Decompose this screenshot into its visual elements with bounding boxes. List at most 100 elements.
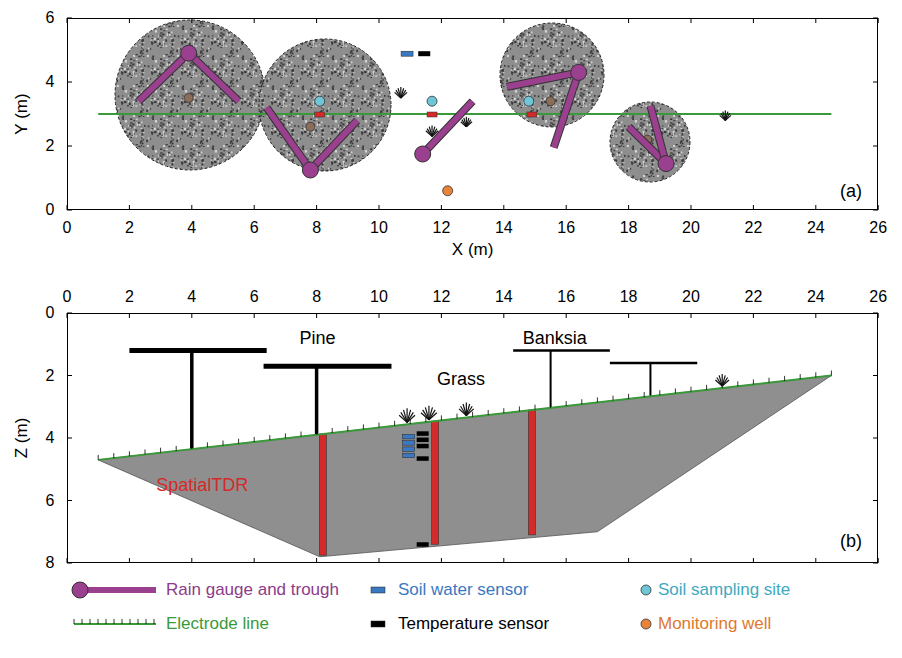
spatial-tdr-mark	[315, 112, 325, 117]
electrode	[301, 432, 302, 437]
trough	[310, 120, 357, 170]
electrode	[332, 428, 333, 433]
electrode	[503, 408, 504, 413]
electrode	[145, 449, 146, 454]
tick-label: 22	[744, 219, 762, 237]
trough-outline	[650, 106, 666, 164]
electrode	[316, 430, 317, 435]
rain-gauge	[181, 45, 197, 61]
tick-label: 18	[620, 219, 638, 237]
tick-label: 12	[432, 219, 450, 237]
legend-swatch	[641, 619, 651, 629]
electrode	[753, 379, 754, 384]
survey-section	[98, 376, 831, 557]
legend-label: Electrode line	[166, 615, 269, 634]
grass-tuft	[421, 406, 437, 420]
spatial-tdr-probe	[528, 410, 535, 535]
electrode	[394, 421, 395, 426]
legend-electrode	[146, 619, 147, 624]
legend-electrode	[122, 619, 123, 624]
electrode	[488, 410, 489, 415]
electrode	[207, 442, 208, 447]
tick-label: 8	[312, 288, 321, 306]
tick-label: 4	[46, 429, 55, 447]
legend-swatch	[371, 621, 385, 627]
plot-panel: PineGrassBanksiaSpatialTDR(b)	[67, 313, 878, 563]
electrode	[441, 415, 442, 420]
tick-label: 6	[46, 492, 55, 510]
tick-label: 4	[187, 288, 196, 306]
tree-trunk	[546, 97, 555, 106]
legend-rain-gauge	[72, 582, 88, 598]
temperature-sensor	[417, 542, 429, 547]
soil-sampling-site	[524, 96, 534, 106]
tick-label: 2	[46, 367, 55, 385]
trough	[554, 72, 579, 147]
electrode	[815, 372, 816, 377]
tick-label: 2	[125, 288, 134, 306]
tick-label: 14	[495, 288, 513, 306]
spatial-tdr-probe	[319, 434, 326, 555]
legend-swatch	[371, 587, 385, 593]
grass-tuft	[459, 403, 474, 416]
tick-label: 0	[63, 288, 72, 306]
vegetation-label: Banksia	[523, 329, 587, 349]
grass-tuft	[715, 374, 729, 386]
tree-trunk	[315, 366, 319, 435]
electrode	[691, 387, 692, 392]
tick-label: 0	[46, 201, 55, 219]
tick-label: 6	[250, 288, 259, 306]
electrode	[129, 451, 130, 456]
grass-blade	[725, 115, 731, 120]
rain-gauge	[302, 162, 318, 178]
soil-water-sensor	[403, 453, 415, 458]
trough-outline	[423, 101, 473, 154]
electrode	[379, 423, 380, 428]
legend-electrode	[82, 619, 83, 624]
electrode	[519, 406, 520, 411]
rain-gauge	[571, 64, 587, 80]
tick-label: 8	[312, 219, 321, 237]
legend-electrode	[114, 619, 115, 624]
grass-blade	[407, 415, 415, 422]
legend-electrode	[98, 619, 99, 624]
grass-blade	[466, 122, 472, 127]
instrument-label: SpatialTDR	[156, 476, 248, 496]
tick-label: 20	[682, 219, 700, 237]
electrode	[659, 390, 660, 395]
electrode	[628, 394, 629, 399]
axis-title: Z (m)	[13, 418, 32, 459]
tree-crown	[115, 20, 265, 170]
electrode	[457, 414, 458, 419]
trough-outline	[310, 120, 357, 170]
electrode	[597, 397, 598, 402]
legend-label: Temperature sensor	[398, 615, 549, 634]
tree-crown	[259, 39, 391, 171]
trough	[189, 53, 239, 101]
soil-sampling-site	[427, 96, 437, 106]
legend-electrode	[74, 619, 75, 624]
tick-label: 14	[495, 219, 513, 237]
trough	[507, 72, 579, 86]
electrode	[706, 385, 707, 390]
tick-label: 20	[682, 288, 700, 306]
soil-water-sensor	[403, 447, 415, 452]
electrode	[737, 381, 738, 386]
tick-label: 18	[620, 288, 638, 306]
trough	[139, 53, 189, 101]
axis-title: Y (m)	[13, 93, 32, 134]
legend-label: Soil sampling site	[658, 581, 790, 600]
grass-blade	[401, 92, 407, 98]
tick-label: 4	[187, 219, 196, 237]
tick-label: 0	[46, 304, 55, 322]
electrode	[113, 453, 114, 458]
trough-outline	[507, 72, 579, 86]
electrode	[800, 374, 801, 379]
monitoring-well	[443, 186, 453, 196]
legend-electrode	[90, 619, 91, 624]
axis-title: X (m)	[452, 241, 494, 260]
tick-label: 16	[557, 219, 575, 237]
tick-label: 4	[46, 73, 55, 91]
tick-label: 6	[250, 219, 259, 237]
